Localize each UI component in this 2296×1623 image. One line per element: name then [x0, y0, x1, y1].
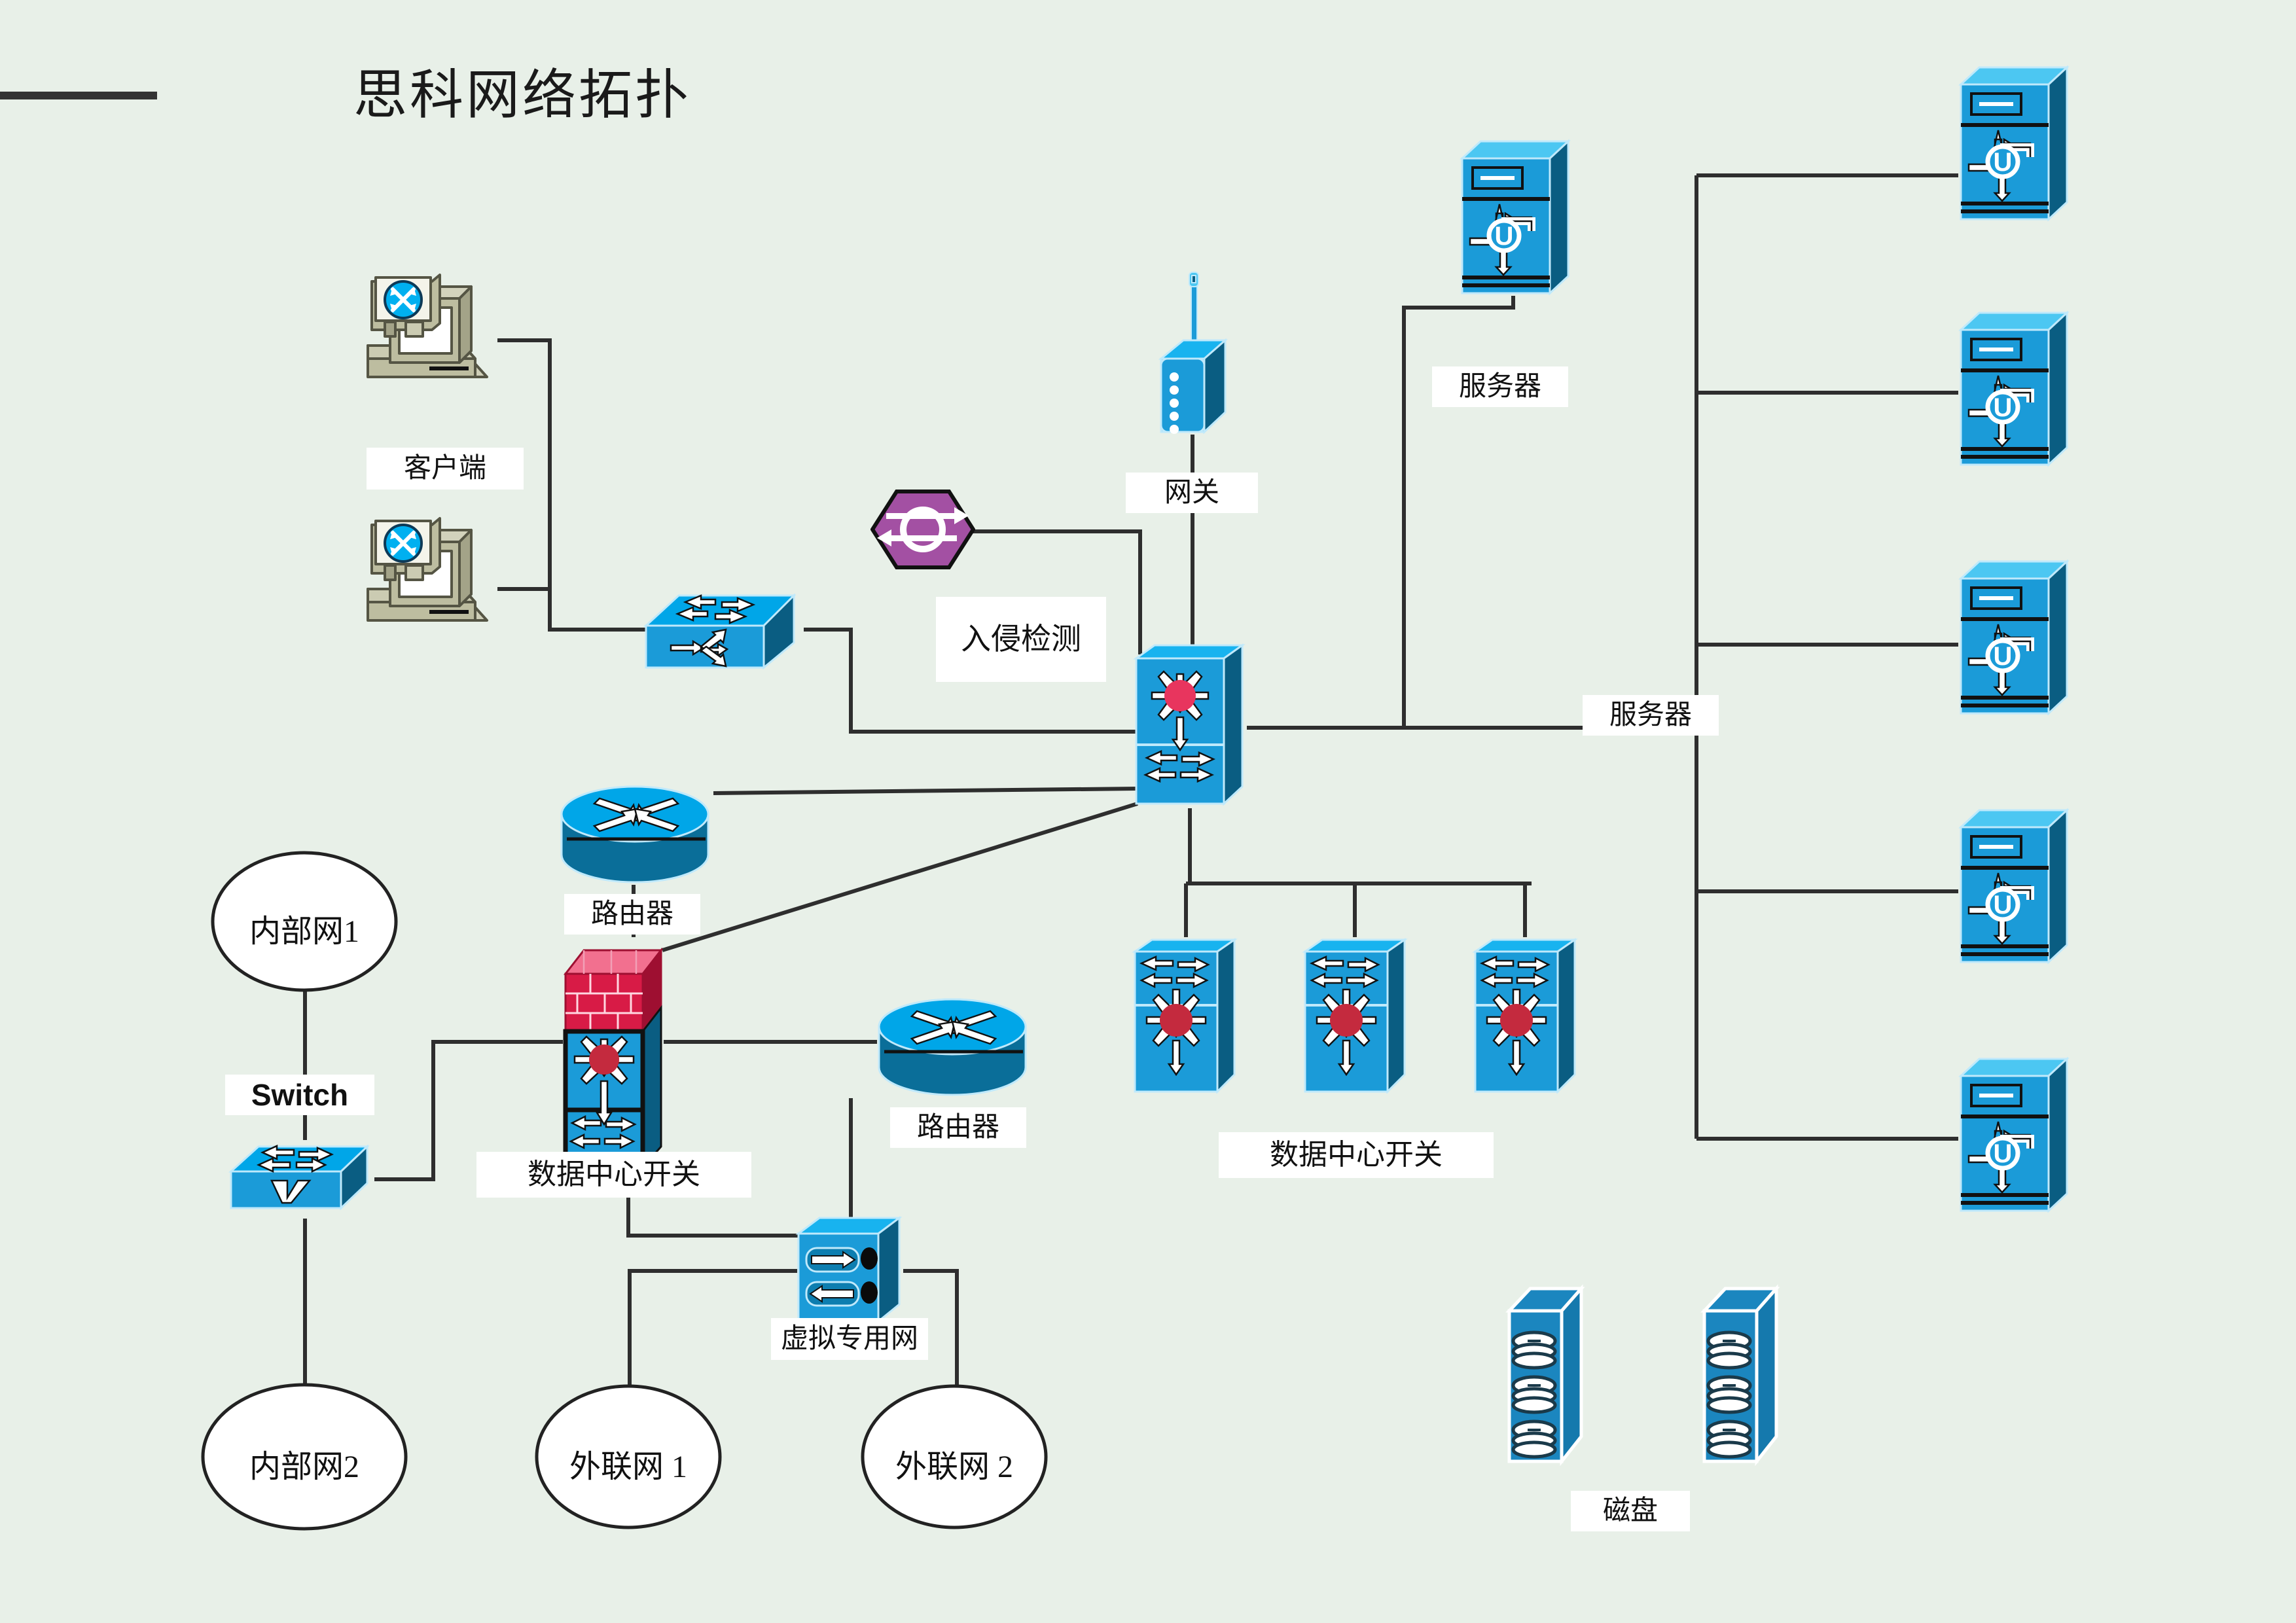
device-server-rack-3[interactable] — [1961, 562, 2067, 713]
cloud-label-intranet2: 内部网2 — [249, 1450, 359, 1484]
device-server-rack-4[interactable] — [1961, 810, 2067, 962]
device-server-rack-5[interactable] — [1961, 1059, 2067, 1211]
device-server-rack-1[interactable] — [1961, 67, 2067, 219]
label-router-lower: 路由器 — [890, 1107, 1026, 1148]
label-router-upper: 路由器 — [564, 894, 700, 935]
label-intrusion-detection: 入侵检测 — [936, 597, 1106, 682]
cloud-label-intranet1: 内部网1 — [249, 914, 359, 949]
device-router-upper[interactable] — [562, 787, 708, 882]
label-gateway: 网关 — [1126, 473, 1258, 513]
label-dc-switch-left: 数据中心开关 — [476, 1152, 751, 1198]
device-disk-array-1[interactable] — [1509, 1289, 1581, 1461]
device-server-rack-2[interactable] — [1961, 313, 2067, 465]
device-dc-switch-3[interactable] — [1474, 938, 1576, 1093]
device-client-pc-1[interactable] — [368, 275, 487, 377]
device-edge-switch[interactable] — [230, 1145, 368, 1209]
label-server-mid: 服务器 — [1583, 695, 1719, 736]
label-server-top: 服务器 — [1432, 366, 1568, 407]
cloud-extranet2[interactable] — [861, 1384, 1048, 1529]
cloud-intranet2[interactable] — [201, 1383, 408, 1531]
label-client: 客户端 — [367, 448, 524, 490]
device-client-pc-2[interactable] — [368, 518, 487, 620]
header-rule — [0, 92, 157, 99]
page-title: 思科网络拓扑 — [353, 65, 692, 125]
cloud-extranet1[interactable] — [535, 1384, 722, 1529]
label-vpn: 虚拟专用网 — [771, 1318, 928, 1360]
label-switch: Switch — [225, 1075, 374, 1115]
device-dc-switch-2[interactable] — [1304, 938, 1406, 1093]
device-router-lower[interactable] — [879, 999, 1026, 1095]
device-server-top[interactable] — [1462, 141, 1568, 293]
device-access-switch[interactable] — [645, 594, 795, 669]
device-dc-switch-firewall[interactable] — [565, 950, 661, 1168]
cloud-intranet1[interactable] — [211, 851, 398, 992]
cloud-label-extranet2: 外联网 2 — [895, 1450, 1013, 1484]
device-gateway[interactable] — [1160, 271, 1227, 435]
cloud-label-extranet1: 外联网 1 — [569, 1450, 687, 1484]
device-core-switch[interactable] — [1135, 644, 1244, 805]
device-dc-switch-1[interactable] — [1134, 938, 1236, 1093]
device-vpn[interactable] — [797, 1217, 901, 1323]
device-ids-sensor[interactable] — [872, 491, 973, 567]
label-disk: 磁盘 — [1571, 1491, 1690, 1531]
label-dc-switch-right: 数据中心开关 — [1219, 1132, 1494, 1178]
device-disk-array-2[interactable] — [1704, 1289, 1776, 1461]
